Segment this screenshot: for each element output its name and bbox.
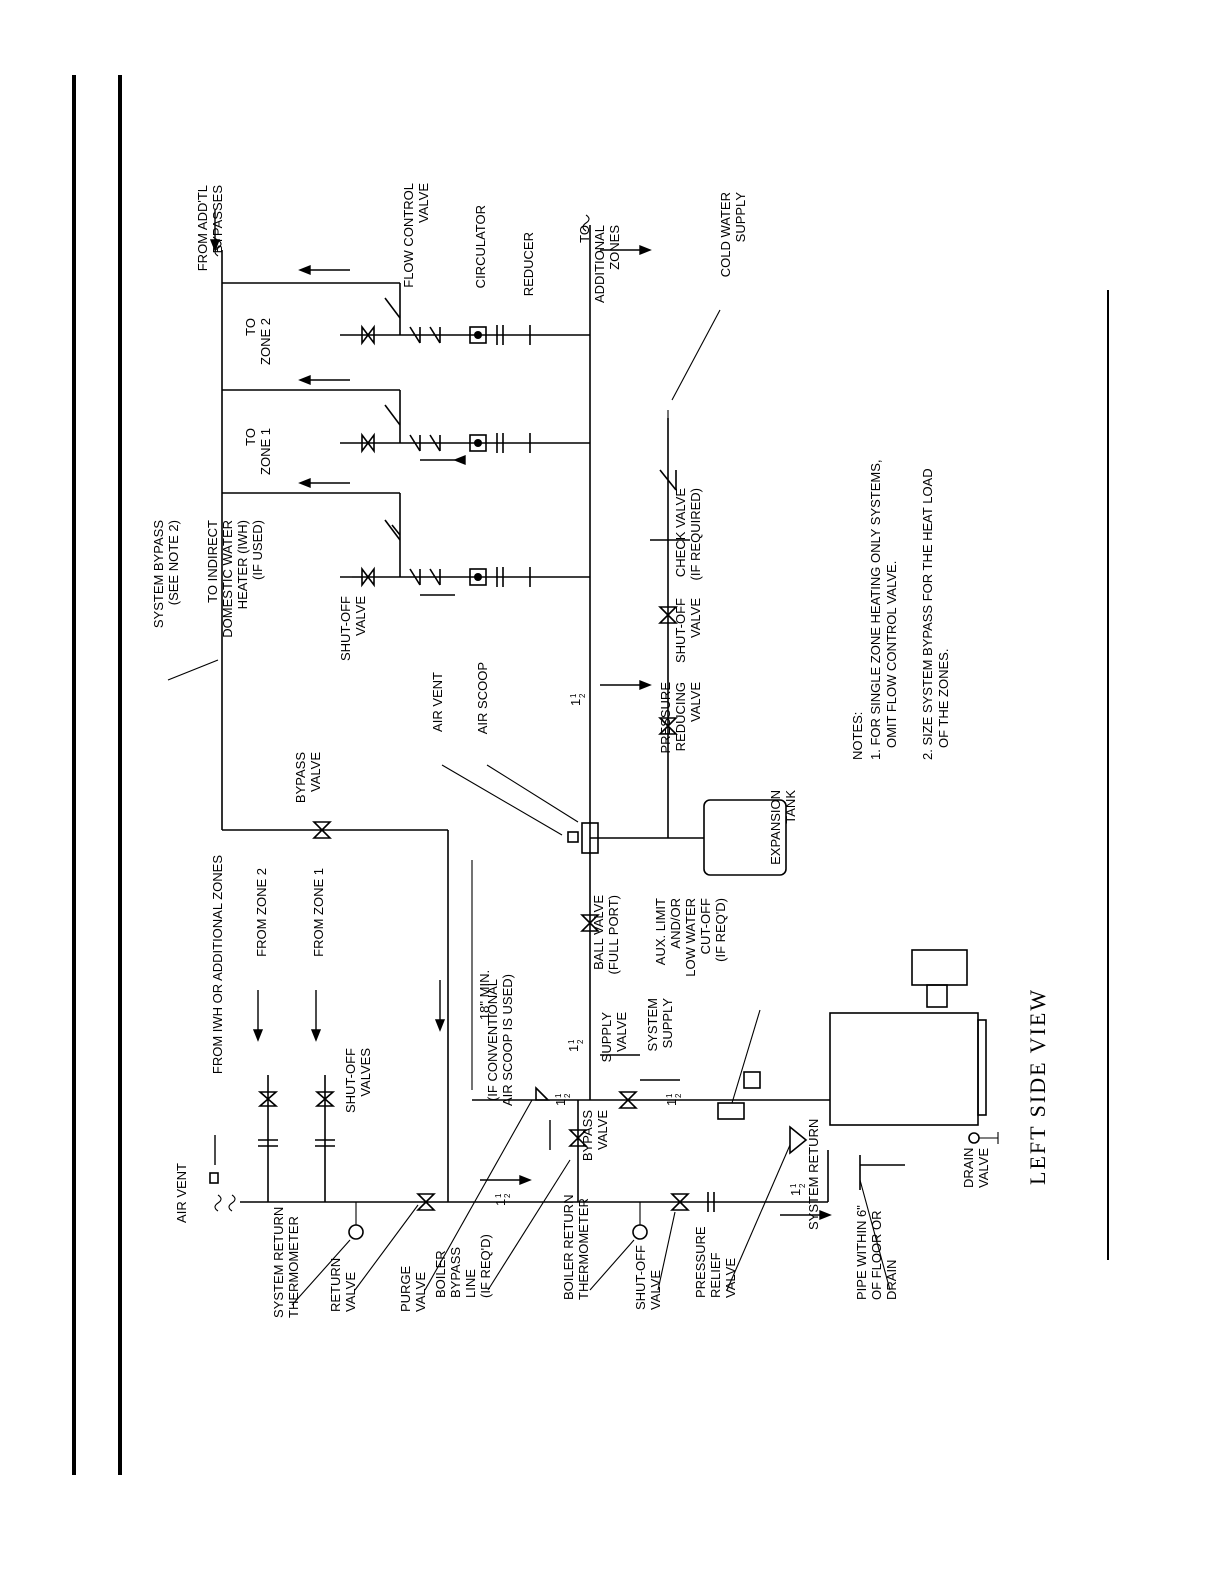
svg-text:1: 1 xyxy=(568,699,583,706)
label-to-zone-2: TOZONE 2 xyxy=(243,318,273,365)
label-check-valve: CHECK VALVE(IF REQUIRED) xyxy=(673,488,703,581)
label-bypass-valve-boiler: BYPASSVALVE xyxy=(580,1110,610,1161)
label-to-iwh: TO INDIRECTDOMESTIC WATERHEATER (IWH)(IF… xyxy=(205,520,265,638)
label-shut-off-valve-bottom: SHUT-OFFVALVE xyxy=(633,1245,663,1310)
label-pressure-relief-valve: PRESSURERELIEFVALVE xyxy=(693,1226,738,1298)
label-expansion-tank: EXPANSIONTANK xyxy=(768,790,798,865)
notes-block: NOTES:1. FOR SINGLE ZONE HEATING ONLY SY… xyxy=(850,459,951,760)
air-vent-top xyxy=(567,831,579,843)
circulator-zone-1 xyxy=(469,434,487,452)
svg-text:1: 1 xyxy=(788,1189,803,1196)
label-purge-valve: PURGEVALVE xyxy=(398,1265,428,1312)
flow-arrows xyxy=(209,210,832,1221)
svg-text:1: 1 xyxy=(566,1045,581,1052)
label-pipe-within: PIPE WITHIN 6"OF FLOOR ORDRAIN xyxy=(854,1205,899,1300)
svg-text:1: 1 xyxy=(569,693,578,698)
view-title: LEFT SIDE VIEW xyxy=(1025,988,1050,1185)
note-line: 2. SIZE SYSTEM BYPASS FOR THE HEAT LOAD xyxy=(920,468,935,760)
svg-text:1: 1 xyxy=(665,1093,674,1098)
note-line: 1. FOR SINGLE ZONE HEATING ONLY SYSTEMS, xyxy=(868,459,883,760)
label-to-zone-1: TOZONE 1 xyxy=(243,428,273,475)
svg-text:1: 1 xyxy=(553,1099,568,1106)
label-aux-limit: AUX. LIMITAND/ORLOW WATERCUT-OFF(IF REQ'… xyxy=(653,898,728,977)
svg-text:1: 1 xyxy=(664,1099,679,1106)
expansion-tank xyxy=(703,799,787,876)
svg-text:2: 2 xyxy=(576,1039,585,1044)
check-iwh-b xyxy=(429,568,441,586)
text-layer: FROM ADD'TLBYPASSES FLOW CONTROLVALVE CIRC… xyxy=(151,183,991,1318)
return-valve xyxy=(416,1193,436,1211)
check-iwh-a xyxy=(409,568,421,586)
label-cold-water-supply: COLD WATERSUPPLY xyxy=(718,192,748,278)
label-from-zone-1: FROM ZONE 1 xyxy=(311,868,326,957)
label-conventional-scoop: (IF CONVENTIONALAIR SCOOP IS USED) xyxy=(485,974,515,1106)
label-pressure-reducing-valve: PRESSUREREDUCINGVALVE xyxy=(658,682,703,754)
zone-shutoff-valve-iwh xyxy=(352,566,375,588)
label-air-vent-top: AIR VENT xyxy=(430,672,445,732)
label-air-vent-bottom: AIR VENT xyxy=(174,1163,189,1223)
zone-shutoff-valve-2 xyxy=(361,324,375,346)
leader-lines xyxy=(167,309,891,1306)
valve-symbols xyxy=(209,214,999,1240)
label-supply-valve: SUPPLYVALVE xyxy=(599,1012,629,1063)
label-ball-valve: BALL VALVE(FULL PORT) xyxy=(591,895,621,975)
label-circulator: CIRCULATOR xyxy=(473,205,488,288)
system-return-thermometer xyxy=(348,1224,364,1240)
note-line: OMIT FLOW CONTROL VALVE. xyxy=(884,561,899,748)
svg-text:1: 1 xyxy=(494,1193,503,1198)
circulator-iwh xyxy=(469,568,487,586)
label-drain-valve: DRAINVALVE xyxy=(961,1148,991,1188)
label-system-return: SYSTEM RETURN xyxy=(806,1119,821,1230)
air-scoop xyxy=(581,822,599,854)
label-boiler-return-thermometer: BOILER RETURNTHERMOMETER xyxy=(561,1195,591,1300)
label-from-addtl-bypasses: FROM ADD'TLBYPASSES xyxy=(195,185,225,272)
svg-text:1: 1 xyxy=(554,1093,563,1098)
note-line: NOTES: xyxy=(850,712,865,760)
label-air-scoop: AIR SCOOP xyxy=(475,662,490,734)
svg-text:2: 2 xyxy=(674,1093,683,1098)
label-shut-off-valves: SHUT-OFFVALVES xyxy=(343,1048,373,1113)
air-vent-bottom xyxy=(209,1172,219,1184)
zone-shutoff-valve-1 xyxy=(361,432,375,454)
label-shut-off-valve-top: SHUT-OFFVALVE xyxy=(338,596,368,661)
label-boiler-bypass-line: BOILERBYPASSLINE(IF REQ'D) xyxy=(433,1234,493,1298)
label-to-additional-zones: TOADDITIONALZONES xyxy=(577,225,622,303)
label-return-valve: RETURNVALVE xyxy=(328,1258,358,1312)
piping xyxy=(221,225,830,1203)
label-bypass-valve-top: BYPASSVALVE xyxy=(293,752,323,803)
boiler-return-thermometer xyxy=(632,1224,648,1240)
svg-text:1: 1 xyxy=(493,1199,508,1206)
svg-text:2: 2 xyxy=(578,693,587,698)
circulator-zone-2 xyxy=(469,326,487,344)
svg-text:2: 2 xyxy=(503,1193,512,1198)
label-from-zone-2: FROM ZONE 2 xyxy=(254,868,269,957)
label-shut-off-valve-cw: SHUT-OFFVALVE xyxy=(673,598,703,663)
boiler xyxy=(829,949,999,1144)
label-min-18: 18" MIN. xyxy=(477,970,492,1020)
label-system-return-thermometer: SYSTEM RETURNTHERMOMETER xyxy=(271,1207,301,1318)
label-system-bypass: SYSTEM BYPASS(SEE NOTE 2) xyxy=(151,520,181,628)
label-reducer: REDUCER xyxy=(521,232,536,296)
svg-text:2: 2 xyxy=(798,1183,807,1188)
svg-text:2: 2 xyxy=(563,1093,572,1098)
bypass-valve-top xyxy=(312,821,332,839)
note-line: OF THE ZONES. xyxy=(936,649,951,748)
label-from-iwh-zones: FROM IWH OR ADDITIONAL ZONES xyxy=(210,855,225,1074)
label-flow-control-valve: FLOW CONTROLVALVE xyxy=(401,183,431,288)
svg-text:1: 1 xyxy=(789,1183,798,1188)
label-system-supply: SYSTEMSUPPLY xyxy=(645,998,675,1052)
svg-text:1: 1 xyxy=(567,1039,576,1044)
drain-valve xyxy=(968,1132,980,1144)
